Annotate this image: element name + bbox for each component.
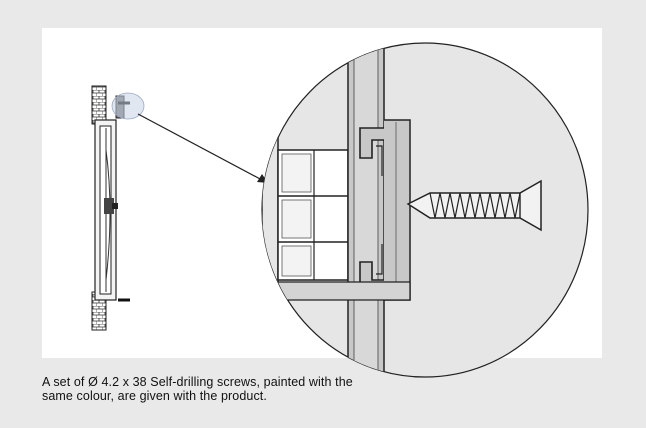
detail-highlight — [111, 92, 145, 120]
wall-brick-top — [91, 85, 107, 125]
side-view-unit — [91, 85, 130, 331]
caption: A set of Ø 4.2 x 38 Self-drilling screws… — [42, 375, 602, 403]
magnified-detail — [261, 42, 589, 378]
latch-tab — [112, 203, 118, 209]
callout-arrow — [137, 113, 268, 183]
wall-edge — [262, 43, 279, 377]
latch — [104, 198, 114, 214]
screw-icon — [406, 179, 542, 232]
lower-shelf — [277, 281, 411, 301]
caption-line-2: same colour, are given with the product. — [42, 389, 267, 403]
caption-line-1: A set of Ø 4.2 x 38 Self-drilling screws… — [42, 375, 353, 389]
profile-flange — [384, 119, 411, 301]
